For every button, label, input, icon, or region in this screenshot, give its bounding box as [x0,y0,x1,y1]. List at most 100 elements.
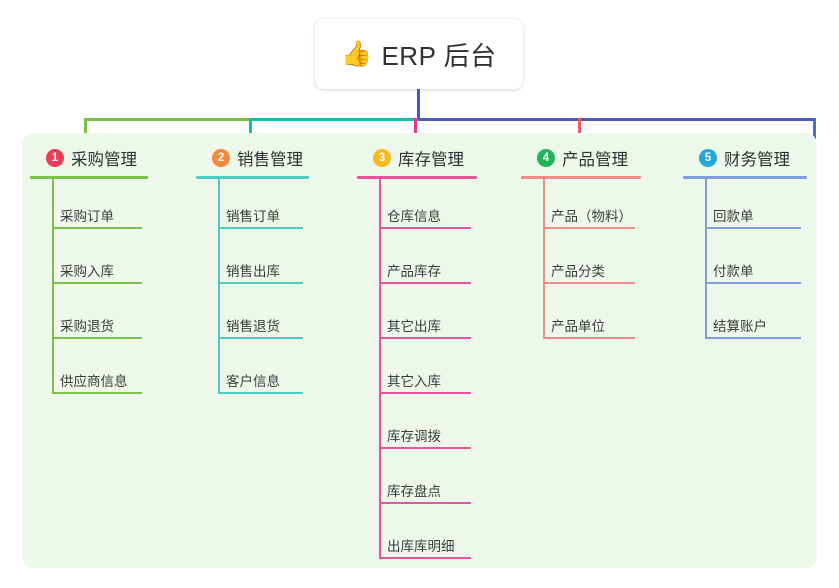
list-item-underline [543,282,635,284]
list-item[interactable]: 仓库信息 [357,179,491,234]
bus-segment-blue [418,118,816,121]
list-item-label: 产品分类 [551,264,605,279]
list-item-underline [543,227,635,229]
list-item[interactable]: 其它出库 [357,289,491,344]
list-item-label: 其它入库 [387,374,441,389]
column-title: 产品管理 [562,151,628,169]
list-item-underline [543,337,635,339]
column-branch: 销售订单销售出库销售退货客户信息 [196,179,323,399]
list-item-label: 采购退货 [60,319,114,334]
column-branch: 仓库信息产品库存其它出库其它入库库存调拨库存盘点出库库明细 [357,179,491,564]
list-item[interactable]: 采购入库 [30,234,162,289]
bus-segment-teal [249,118,419,121]
list-item-underline [218,392,303,394]
list-item[interactable]: 结算账户 [683,289,821,344]
list-item[interactable]: 产品（物料） [521,179,655,234]
list-item-label: 产品库存 [387,264,441,279]
list-item[interactable]: 其它入库 [357,344,491,399]
column-badge-2: 2 [212,149,230,167]
diagram-panel [22,133,817,568]
list-item[interactable]: 产品库存 [357,234,491,289]
list-item[interactable]: 销售出库 [196,234,323,289]
bus-segment-green [84,118,401,121]
list-item-label: 库存调拨 [387,429,441,444]
list-item[interactable]: 供应商信息 [30,344,162,399]
list-item-underline [52,337,142,339]
list-item[interactable]: 销售订单 [196,179,323,234]
column-underline [196,176,309,179]
list-item-label: 销售出库 [226,264,280,279]
list-item-label: 库存盘点 [387,484,441,499]
list-item-label: 回款单 [713,209,754,224]
column-branch: 回款单付款单结算账户 [683,179,821,344]
list-item-label: 仓库信息 [387,209,441,224]
list-item-label: 产品单位 [551,319,605,334]
list-item-underline [52,282,142,284]
column-财务管理: 5 财务管理回款单付款单结算账户 [683,146,821,344]
list-item-underline [379,392,471,394]
list-item[interactable]: 采购订单 [30,179,162,234]
list-item-label: 结算账户 [713,319,767,334]
list-item[interactable]: 出库库明细 [357,509,491,564]
column-header-4[interactable]: 4 产品管理 [521,146,655,170]
thumbs-up-icon: 👍 [341,39,373,68]
column-spine [705,179,707,339]
list-item-underline [218,282,303,284]
column-header-3[interactable]: 3 库存管理 [357,146,491,170]
column-产品管理: 4 产品管理产品（物料） 产品分类产品单位 [521,146,655,344]
column-branch: 产品（物料） 产品分类产品单位 [521,179,655,344]
column-销售管理: 2 销售管理销售订单销售出库销售退货客户信息 [196,146,323,399]
page-title: ERP 后台 [381,40,497,71]
column-header-2[interactable]: 2 销售管理 [196,146,323,170]
list-item-label: 其它出库 [387,319,441,334]
list-item-underline [379,337,471,339]
list-item-label: 出库库明细 [387,539,455,554]
column-header-1[interactable]: 1 采购管理 [30,146,162,170]
list-item-underline [379,227,471,229]
list-item[interactable]: 库存盘点 [357,454,491,509]
list-item-label: 采购订单 [60,209,114,224]
column-title: 采购管理 [71,151,137,169]
column-badge-1: 1 [46,149,64,167]
list-item[interactable]: 库存调拨 [357,399,491,454]
list-item[interactable]: 产品分类 [521,234,655,289]
column-badge-5: 5 [699,149,717,167]
column-header-5[interactable]: 5 财务管理 [683,146,821,170]
column-库存管理: 3 库存管理仓库信息产品库存其它出库其它入库库存调拨库存盘点出库库明细 [357,146,491,564]
list-item-label: 销售订单 [226,209,280,224]
column-underline [30,176,148,179]
root-title-card[interactable]: 👍 ERP 后台 [315,19,523,89]
column-badge-3: 3 [373,149,391,167]
root-stem [417,89,420,119]
list-item-underline [705,227,801,229]
list-item-label: 付款单 [713,264,754,279]
column-badge-4: 4 [537,149,555,167]
column-underline [357,176,477,179]
list-item-underline [218,227,303,229]
column-underline [683,176,807,179]
list-item-underline [52,392,142,394]
list-item-label: 客户信息 [226,374,280,389]
column-title: 财务管理 [724,151,790,169]
list-item-underline [379,502,471,504]
list-item[interactable]: 客户信息 [196,344,323,399]
column-spine [218,179,220,394]
list-item-label: 销售退货 [226,319,280,334]
list-item-label: 产品（物料） [551,209,632,224]
list-item[interactable]: 采购退货 [30,289,162,344]
column-spine [52,179,54,394]
column-underline [521,176,641,179]
column-title: 库存管理 [398,151,464,169]
list-item-underline [379,447,471,449]
list-item-label: 采购入库 [60,264,114,279]
list-item-underline [52,227,142,229]
list-item[interactable]: 回款单 [683,179,821,234]
list-item-underline [379,282,471,284]
column-title: 销售管理 [237,151,303,169]
list-item[interactable]: 销售退货 [196,289,323,344]
list-item[interactable]: 产品单位 [521,289,655,344]
list-item[interactable]: 付款单 [683,234,821,289]
column-采购管理: 1 采购管理采购订单采购入库采购退货供应商信息 [30,146,162,399]
list-item-underline [705,337,801,339]
